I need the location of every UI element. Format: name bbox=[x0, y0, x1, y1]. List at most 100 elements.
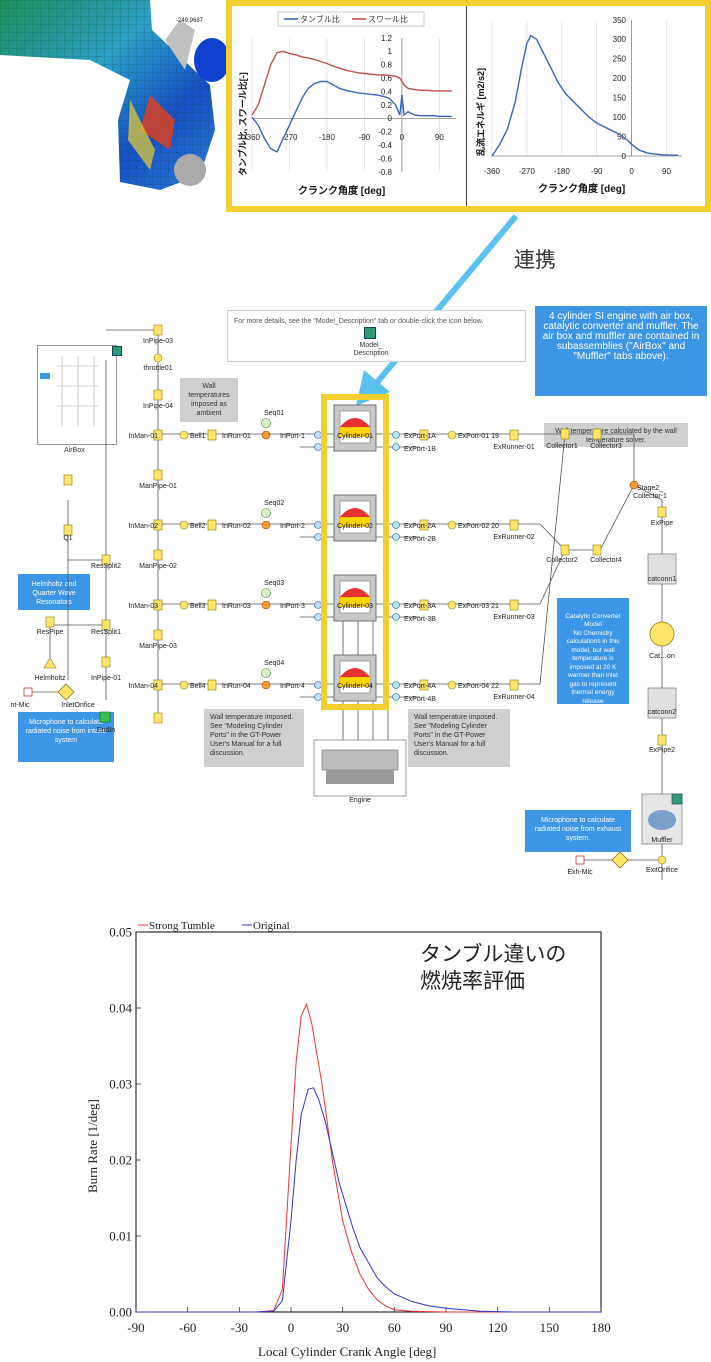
legend-swirl-label: スワール比 bbox=[368, 14, 408, 24]
engine-label: Engine bbox=[349, 797, 371, 804]
collector1-icon bbox=[560, 428, 570, 440]
turbulence-chart-y-label: 乱流エネルギ [m2/s2] bbox=[475, 68, 486, 156]
wall-intake-note: Wall temperature imposed. See "Modeling … bbox=[204, 709, 304, 767]
cylinder-flame bbox=[340, 588, 370, 597]
component-label: ExPort-1B bbox=[404, 446, 436, 453]
component-label: ManPipe-03 bbox=[139, 643, 177, 650]
component-label: Collector-1 bbox=[633, 493, 667, 500]
q1-icon bbox=[63, 524, 73, 536]
component-label: catconn2 bbox=[648, 709, 677, 716]
model-description-text: For more details, see the "Model_Descrip… bbox=[234, 318, 484, 325]
catalytic-note: Catalytic Converter Model No Chemistry c… bbox=[557, 598, 629, 705]
burn-rate-annotation-line2: 燃焼率評価 bbox=[420, 969, 525, 993]
connection-line bbox=[539, 433, 566, 685]
component-label: ExPort-1A bbox=[404, 433, 436, 440]
sequence-icon bbox=[261, 508, 271, 518]
component-label: InletOrifice bbox=[61, 702, 95, 709]
component-label: InPort-4 bbox=[280, 683, 305, 690]
endin-icon bbox=[99, 711, 111, 723]
catalytic-text: Catalytic Converter Model No Chemistry c… bbox=[565, 612, 621, 705]
exrunner-icon bbox=[509, 679, 519, 691]
component-label: Stage2_ bbox=[637, 485, 663, 492]
component-label: Bell3 bbox=[190, 603, 206, 610]
component-label: InRun-01 bbox=[222, 433, 251, 440]
component-label: ExPort-2B bbox=[404, 536, 436, 543]
exrunner-icon bbox=[509, 599, 519, 611]
component-label: InPipe-04 bbox=[143, 403, 173, 410]
wall-solver-note: Wall temperature calculated by the wall … bbox=[544, 423, 688, 447]
end-pipe-icon bbox=[153, 712, 163, 724]
burnrate-x-tick-label: 180 bbox=[591, 1320, 611, 1335]
model-description-note: For more details, see the "Model_Descrip… bbox=[227, 310, 526, 362]
tumble-chart-y-ticks: 1.210.80.60.40.20-0.2-0.4-0.6-0.8 bbox=[378, 34, 392, 177]
turbulence-chart-grid bbox=[491, 20, 682, 157]
tumble-y-tick-label: -0.6 bbox=[378, 154, 392, 163]
injector-icon bbox=[261, 430, 271, 440]
component-label: Collector1 bbox=[546, 443, 578, 450]
burnrate-x-tick-label: 90 bbox=[440, 1320, 453, 1335]
turbulence-y-tick-label: 250 bbox=[613, 55, 627, 64]
burnrate-y-tick-label: 0.03 bbox=[109, 1077, 132, 1092]
wall-exhaust-note: Wall temperature imposed. See "Modeling … bbox=[408, 709, 510, 767]
component-label: ExPort-4B bbox=[404, 696, 436, 703]
turbulence-y-tick-label: 150 bbox=[613, 94, 627, 103]
muffler-body bbox=[648, 810, 676, 830]
engine-icon: Engine bbox=[313, 739, 407, 804]
sequence-icon bbox=[261, 418, 271, 428]
turbulence-chart-x-label: クランク角度 [deg] bbox=[538, 182, 625, 195]
component-label: ExPipe bbox=[651, 520, 673, 527]
exrunner-icon bbox=[509, 519, 519, 531]
muffler-subassembly-icon bbox=[671, 793, 683, 805]
link-label: 連携 bbox=[514, 248, 556, 272]
component-label: ExPort-4A bbox=[404, 683, 436, 690]
inpipe04-icon bbox=[153, 389, 163, 401]
helmholtz-note: Helmholtz and Quarter Wave Resonators bbox=[18, 574, 90, 610]
collector3-icon bbox=[592, 428, 602, 440]
mic-intake-note: Microphone to calculate radiated noise f… bbox=[18, 712, 114, 762]
component-label: Q1 bbox=[63, 535, 72, 542]
burn-rate-legend: Strong Tumble Original bbox=[138, 920, 290, 932]
airbox-subassembly-icon[interactable] bbox=[112, 346, 122, 356]
inman-icon bbox=[153, 599, 163, 611]
tumble-chart-x-label: クランク角度 [deg] bbox=[298, 184, 385, 197]
collector4-icon bbox=[592, 544, 602, 556]
mic-intake-text: Microphone to calculate radiated noise f… bbox=[25, 719, 107, 744]
manpipe02-icon bbox=[153, 549, 163, 561]
tumble-swirl-chart: 1.210.80.60.40.20-0.2-0.4-0.6-0.8 -360-2… bbox=[237, 11, 456, 197]
burn-rate-series bbox=[136, 1002, 601, 1313]
component-label: InPort-2 bbox=[280, 523, 305, 530]
burnrate-y-tick-label: 0.05 bbox=[109, 925, 132, 940]
turbulence-x-tick-label: 0 bbox=[629, 167, 634, 176]
component-label: Exh-Mic bbox=[567, 869, 593, 876]
exhaust-mic-icon bbox=[575, 855, 585, 865]
component-label: ExRunner-02 bbox=[493, 534, 534, 541]
burn-rate-x-label: Local Cylinder Crank Angle [deg] bbox=[258, 1344, 436, 1359]
burn-rate-axes bbox=[135, 931, 602, 1313]
turbulence-y-tick-label: 100 bbox=[613, 113, 627, 122]
tumble-y-tick-label: 0.6 bbox=[381, 74, 393, 83]
turbulence-y-tick-label: 0 bbox=[622, 152, 627, 161]
tumble-chart-y-label: タンブル比, スワール比[-] bbox=[237, 72, 248, 176]
turbulence-x-tick-label: -360 bbox=[484, 167, 501, 176]
component-label: ExRunner-01 bbox=[493, 444, 534, 451]
component-label: InMan-02 bbox=[128, 523, 158, 530]
cfd-value-label: -249.9687 bbox=[176, 18, 204, 24]
wall-solver-text: Wall temperature calculated by the wall … bbox=[555, 428, 677, 444]
airbox-block[interactable] bbox=[37, 345, 117, 445]
turbulence-x-tick-label: -270 bbox=[519, 167, 536, 176]
burnrate-x-tick-label: 60 bbox=[388, 1320, 401, 1335]
cylinder-label: Cylinder-02 bbox=[337, 523, 373, 530]
cylinder-icon: Cylinder-04 bbox=[333, 654, 377, 702]
bell-icon bbox=[179, 680, 189, 690]
cfd-simulation-image: -249.9687 bbox=[0, 0, 226, 210]
tumble-x-tick-label: 90 bbox=[435, 133, 444, 142]
burnrate-x-tick-label: 120 bbox=[488, 1320, 508, 1335]
cylinder-label: Cylinder-03 bbox=[337, 603, 373, 610]
model-description-icon[interactable] bbox=[364, 327, 376, 339]
inman-icon bbox=[153, 429, 163, 441]
component-label: catconn1 bbox=[648, 576, 677, 583]
